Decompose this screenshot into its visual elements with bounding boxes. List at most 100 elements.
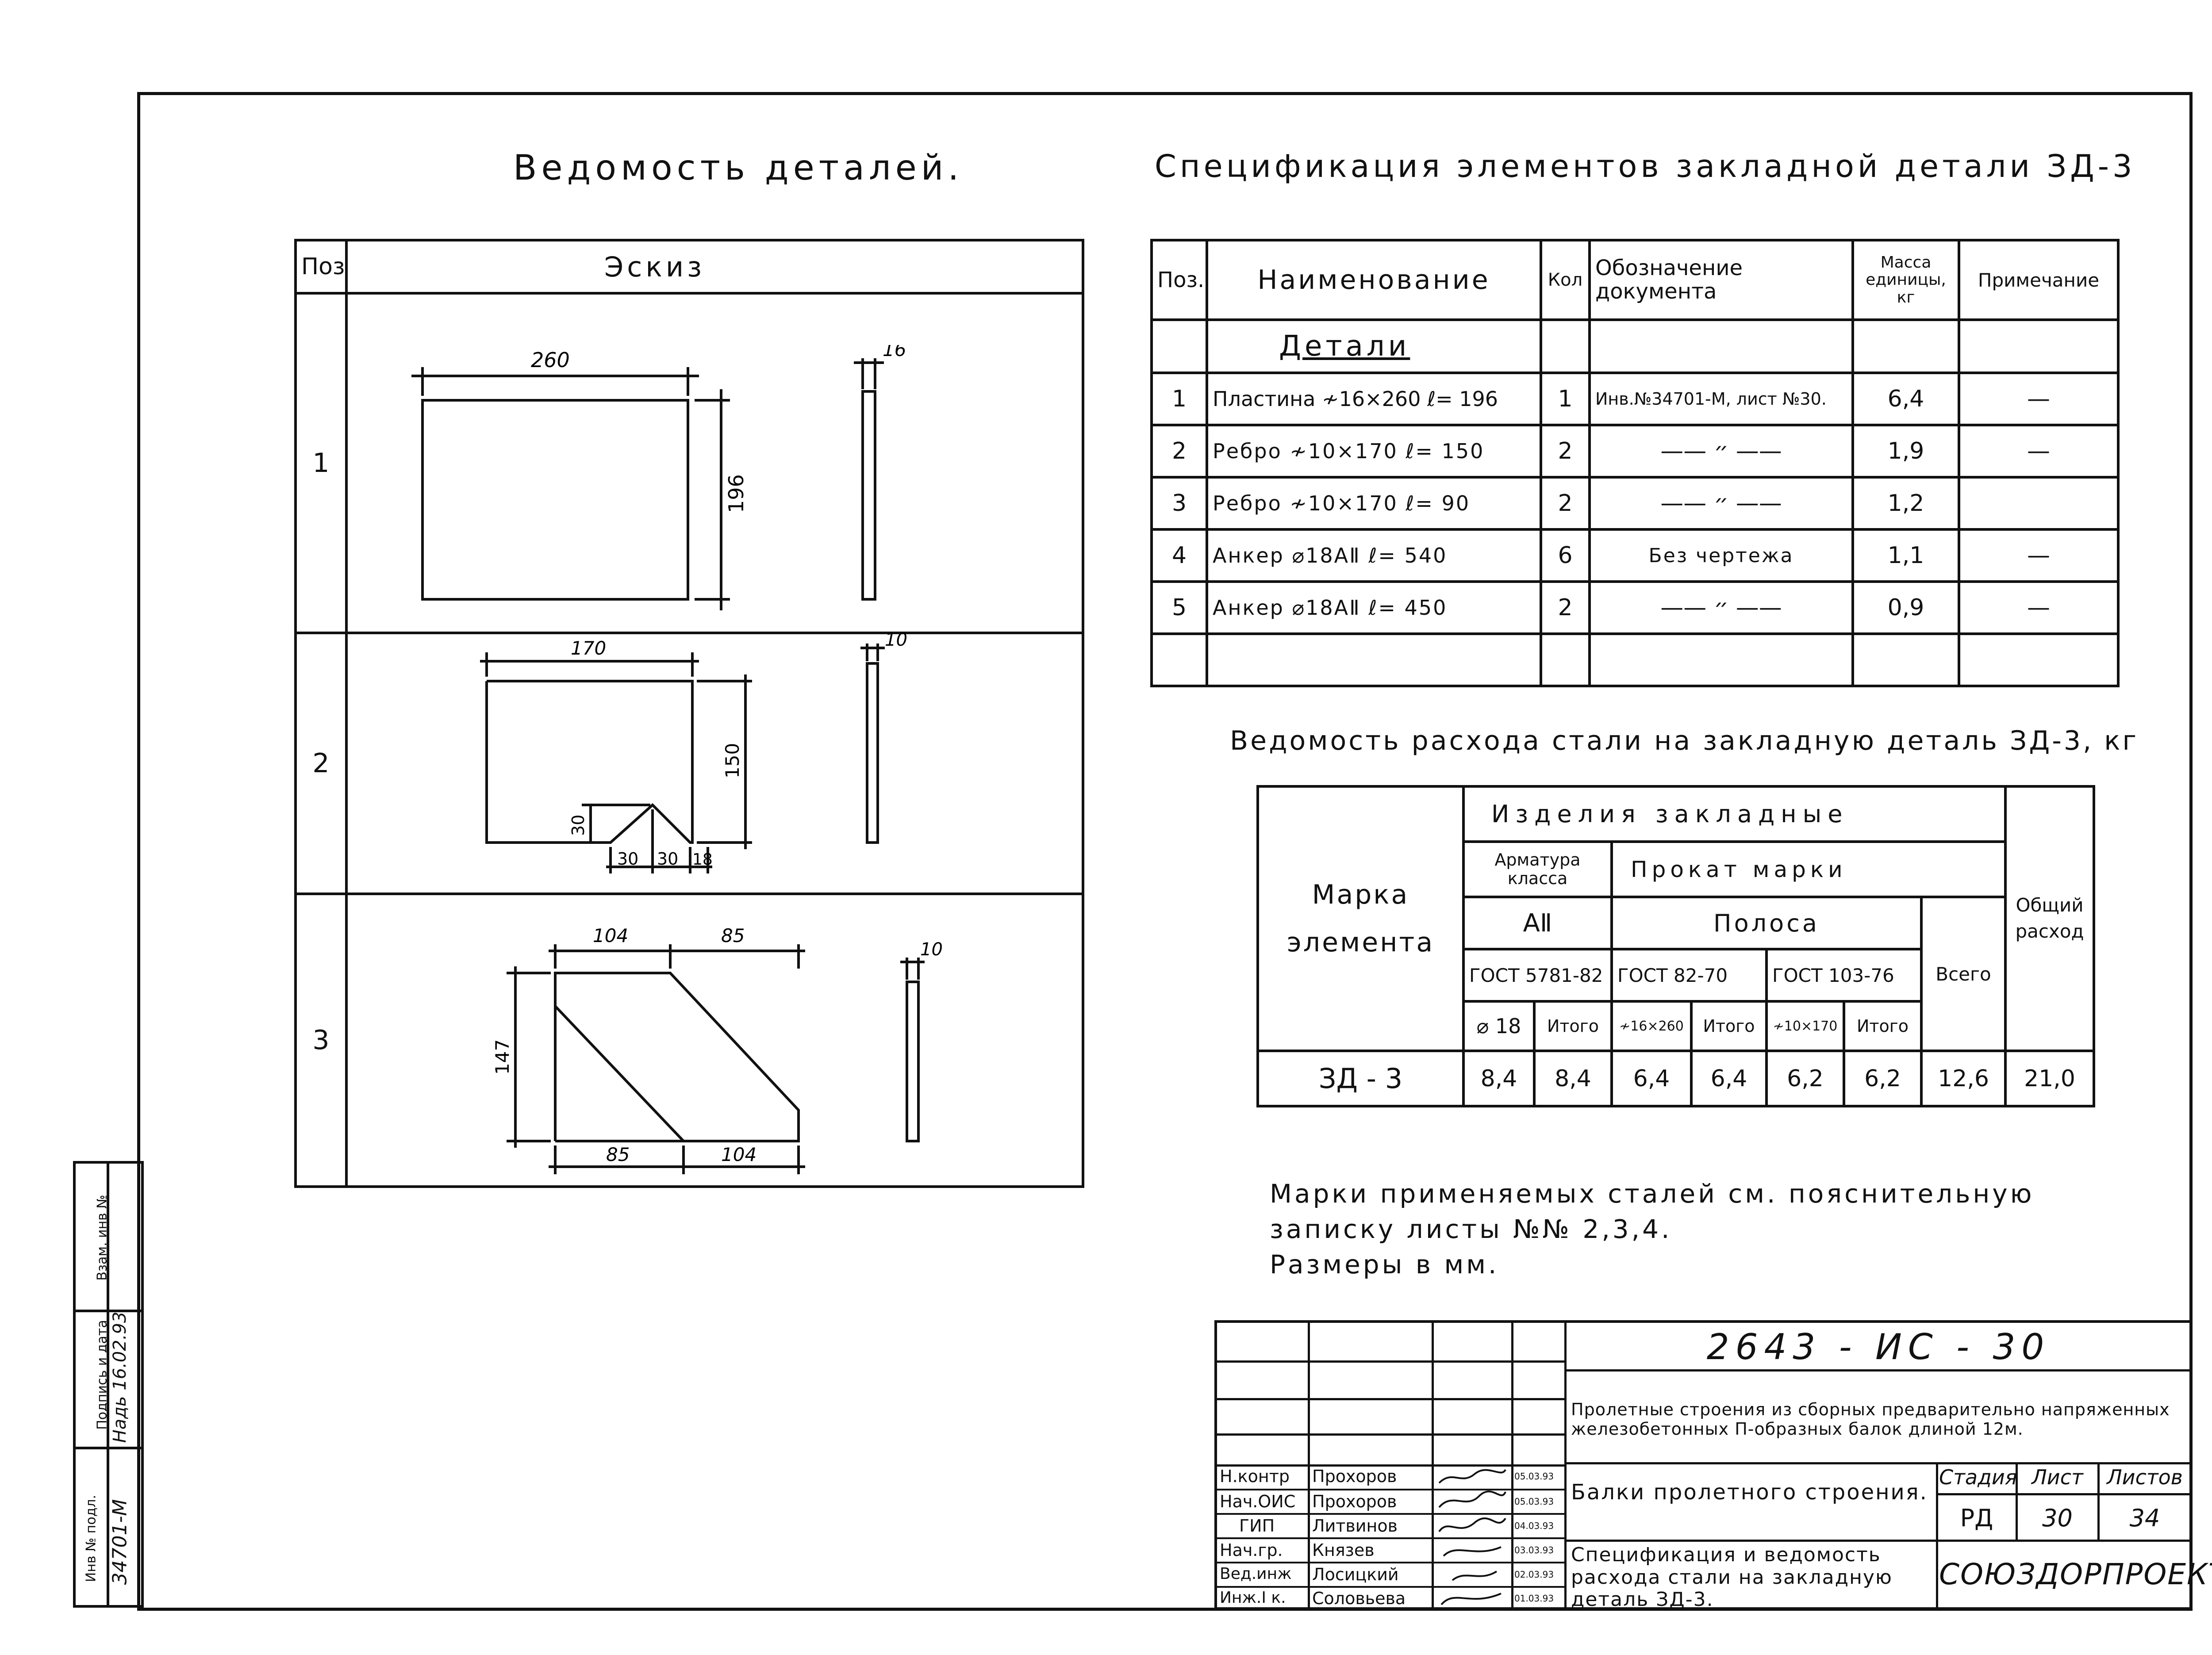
tb-name-6: Соловьева: [1312, 1589, 1406, 1608]
spec-row: 4 Анкер ⌀18АⅡ ℓ= 540 6 Без чертежа 1,1 —: [1150, 528, 2120, 583]
tb-sheets: 34: [2129, 1504, 2160, 1532]
spec-section-details: Детали: [1206, 318, 1542, 374]
spec-row-4-pos: 4: [1150, 528, 1208, 583]
tb-date-1: 05.03.93: [1514, 1471, 1554, 1482]
details-header-pos: Поз.: [294, 239, 348, 295]
steel-data-row: ЗД - 3 8,4 8,4 6,4 6,4 6,2 6,2 12,6 21,0: [1256, 1050, 2096, 1107]
spec-row: 3 Ребро ≁10×170 ℓ= 90 2 —— ״ —— 1,2: [1150, 476, 2120, 531]
rib-3-side-view: [906, 981, 920, 1142]
tb-stage-label: Стадия: [1939, 1465, 2017, 1489]
tb-date-4: 03.03.93: [1514, 1545, 1554, 1555]
steel-class-a2: АⅡ: [1462, 896, 1613, 950]
steel-sub-d18: ⌀ 18: [1462, 1000, 1536, 1052]
dim-18: 18: [692, 850, 713, 869]
rib-2-side-view: [866, 662, 879, 844]
dim-30-b: 30: [657, 849, 678, 869]
spec-row-2-note: —: [1958, 424, 2120, 479]
title-block: Н.контр Прохоров 05.03.93 Нач.ОИС Прохор…: [1214, 1320, 2212, 1611]
tb-org: СОЮЗДОРПРОЕКТ: [1939, 1557, 2212, 1591]
steel-armature-header: Арматура класса: [1462, 840, 1613, 898]
side-stamp-inv-label: Инв № подл.: [83, 1494, 99, 1582]
side-stamp-sign-label: Подпись и дата: [94, 1320, 110, 1430]
spec-row-4-name: Анкер ⌀18АⅡ ℓ= 540: [1206, 528, 1542, 583]
spec-row-5-pos: 5: [1150, 580, 1208, 635]
steel-gost-103: ГОСТ 103-76: [1765, 948, 1923, 1003]
spec-row-4-note: —: [1958, 528, 2120, 583]
spec-row-4-doc: Без чертежа: [1588, 528, 1854, 583]
spec-row-3-mass: 1,2: [1851, 476, 1960, 531]
steel-val-4: 6,4: [1690, 1050, 1768, 1107]
sketch-plate-1: 260 196 16: [411, 345, 906, 610]
spec-row-2-pos: 2: [1150, 424, 1208, 479]
side-stamp-inv-value: 34701-М: [108, 1499, 131, 1585]
tb-sheets-label: Листов: [2107, 1465, 2183, 1489]
spec-row: 2 Ребро ≁10×170 ℓ= 150 2 —— ״ —— 1,9 —: [1150, 424, 2120, 479]
spec-header-pos: Поз.: [1150, 239, 1208, 321]
spec-row-1-note: —: [1958, 372, 2120, 426]
dim-104-top: 104: [593, 925, 628, 946]
tb-sheet-title: Спецификация и ведомость расхода стали н…: [1571, 1544, 1893, 1611]
spec-row: 1 Пластина ≁16×260 ℓ= 196 1 Инв.№34701-М…: [1150, 372, 2120, 426]
tb-sheet: 30: [2042, 1504, 2073, 1532]
dim-104-bottom: 104: [721, 1144, 757, 1165]
spec-row-5-doc: —— ״ ——: [1588, 580, 1854, 635]
spec-row-2-mass: 1,9: [1851, 424, 1960, 479]
spec-row-5-mass: 0,9: [1851, 580, 1960, 635]
steel-rolled-header: Прокат марки: [1610, 840, 2007, 898]
steel-val-3: 6,4: [1610, 1050, 1693, 1107]
steel-sub-16x260: ≁16×260: [1610, 1000, 1693, 1052]
tb-code: 2643 - ИС - 30: [1567, 1323, 2190, 1372]
steel-gost-5781: ГОСТ 5781-82: [1462, 948, 1613, 1003]
sketch-rib-3: 104 85 147 85 104 189 10: [492, 925, 943, 1174]
tb-role-4: Нач.гр.: [1220, 1540, 1283, 1560]
spec-row-3-name: Ребро ≁10×170 ℓ= 90: [1206, 476, 1542, 531]
tb-role-2: Нач.ОИС: [1220, 1492, 1296, 1511]
spec-row-4-qty: 6: [1540, 528, 1591, 583]
dim-150: 150: [722, 743, 743, 778]
details-row-2-sketch: [345, 632, 1084, 895]
tb-stage: РД: [1960, 1504, 1993, 1532]
spec-header-qty: Кол: [1540, 239, 1591, 321]
rib-3-outline: [554, 972, 800, 1142]
spec-header-note: Примечание: [1958, 239, 2120, 321]
spec-row-1-pos: 1: [1150, 372, 1208, 426]
spec-row-1-mass: 6,4: [1851, 372, 1960, 426]
dim-30-a: 30: [617, 849, 638, 869]
steel-val-2: 8,4: [1533, 1050, 1613, 1107]
steel-mark-header: Марка элемента: [1256, 785, 1465, 1052]
steel-val-6: 6,2: [1843, 1050, 1923, 1107]
spec-row-3-doc: —— ״ ——: [1588, 476, 1854, 531]
side-stamp-replace-label: Взам. инв №: [94, 1195, 110, 1281]
dim-85-top: 85: [721, 925, 745, 946]
tb-role-3: ГИП: [1239, 1516, 1275, 1536]
steel-total-header: Всего: [1920, 896, 2007, 1052]
steel-gost-82: ГОСТ 82-70: [1610, 948, 1768, 1003]
tb-sheet-label: Лист: [2032, 1465, 2083, 1489]
spec-row-3-pos: 3: [1150, 476, 1208, 531]
dim-10-b: 10: [920, 939, 943, 960]
tb-name-2: Прохоров: [1312, 1492, 1397, 1511]
spec-row-1-qty: 1: [1540, 372, 1591, 426]
details-row-1-pos: 1: [294, 292, 348, 634]
steel-sub-total-1: Итого: [1533, 1000, 1613, 1052]
tb-name-1: Прохоров: [1312, 1467, 1397, 1486]
spec-row-1-name: Пластина ≁16×260 ℓ= 196: [1206, 372, 1542, 426]
steel-val-overall: 21,0: [2004, 1050, 2096, 1107]
plate-1-side-view: [861, 390, 876, 601]
steel-overall-header: Общий расход: [2004, 785, 2096, 1052]
tb-role-1: Н.контр: [1220, 1467, 1290, 1486]
steel-group-header: Изделия закладные: [1462, 785, 2007, 843]
steel-val-5: 6,2: [1765, 1050, 1845, 1107]
spec-row: 5 Анкер ⌀18АⅡ ℓ= 450 2 —— ״ —— 0,9 —: [1150, 580, 2120, 635]
details-row-3-sketch: [345, 893, 1084, 1188]
details-row-1-sketch: [345, 292, 1084, 634]
steel-val-1: 8,4: [1462, 1050, 1536, 1107]
tb-name-4: Князев: [1312, 1540, 1375, 1560]
spec-header-name: Наименование: [1206, 239, 1542, 321]
note-line-2: записку листы №№ 2,3,4.: [1270, 1214, 1672, 1244]
steel-strip-header: Полоса: [1610, 896, 1923, 950]
tb-name-3: Литвинов: [1312, 1516, 1398, 1536]
title-block-people: Н.контр Прохоров 05.03.93 Нач.ОИС Прохор…: [1217, 1323, 1567, 1608]
tb-project: Пролетные строения из сборных предварите…: [1571, 1400, 2170, 1439]
note-line-1: Марки применяемых сталей см. пояснительн…: [1270, 1179, 2035, 1209]
